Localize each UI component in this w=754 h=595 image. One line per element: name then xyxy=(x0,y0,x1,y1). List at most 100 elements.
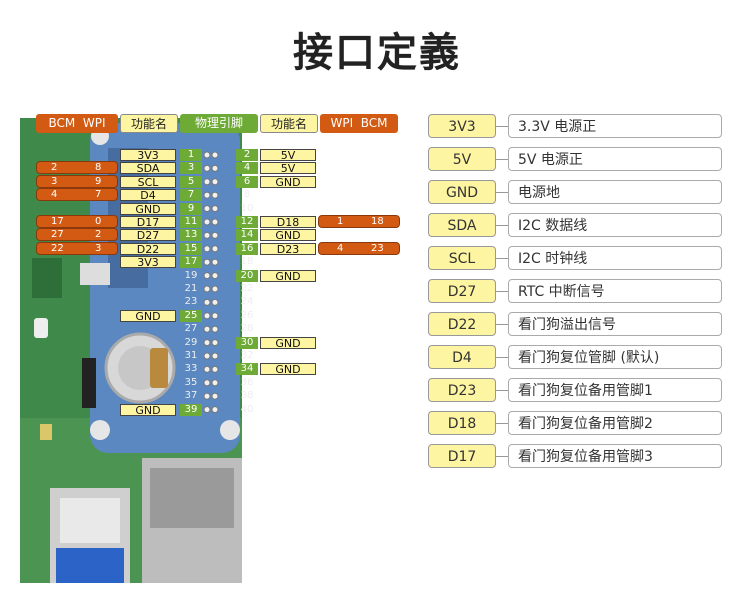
pin-number-left: 5 xyxy=(180,175,202,188)
pin-description: 电源地 xyxy=(508,180,722,204)
pin-name-tag: D22 xyxy=(428,312,496,336)
pin-description: RTC 中断信号 xyxy=(508,279,722,303)
wpi-bcm-right-bar: 1 18 xyxy=(318,215,400,228)
wpi-right-value: 4 xyxy=(337,242,344,254)
pin-name-tag: SCL xyxy=(428,246,496,270)
function-label-right: GND xyxy=(260,363,316,376)
pin-name-tag: D17 xyxy=(428,444,496,468)
connector-line xyxy=(496,192,508,193)
header-pin xyxy=(203,352,211,360)
function-label-right: D23 xyxy=(260,242,316,255)
pin-description: 看门狗复位备用管脚2 xyxy=(508,411,722,435)
header-pin xyxy=(211,379,219,387)
connector-line xyxy=(496,390,508,391)
header-bcm-left: BCM xyxy=(48,116,76,130)
pin-description: 看门狗溢出信号 xyxy=(508,312,722,336)
page-title: 接口定義 xyxy=(293,30,461,76)
header-pin xyxy=(211,164,219,172)
header-pin xyxy=(211,365,219,373)
pin-description: 看门狗复位管脚 (默认) xyxy=(508,345,722,369)
pin-number-left: 7 xyxy=(180,189,202,202)
pin-number-left: 23 xyxy=(184,296,198,308)
header-pin xyxy=(203,298,211,306)
header-wpi-bcm-right: WPI BCM xyxy=(320,114,398,133)
pin-number-left: 31 xyxy=(184,350,198,361)
bcm-left-value: 3 xyxy=(51,175,58,187)
pin-description: 5V 电源正 xyxy=(508,147,722,171)
pin-description: I2C 时钟线 xyxy=(508,246,722,270)
function-label-right: D18 xyxy=(260,216,316,229)
pin-number-right: 40 xyxy=(240,403,254,415)
header-function-left: 功能名 xyxy=(120,114,178,133)
header-pin xyxy=(203,191,211,199)
connector-line xyxy=(496,456,508,457)
function-label-right: 5V xyxy=(260,149,316,162)
header-wpi-left: WPI xyxy=(82,116,106,130)
header-pin xyxy=(211,339,219,347)
bcm-left-value: 17 xyxy=(51,216,64,227)
pin-number-right: 18 xyxy=(240,256,254,268)
pin-number-left: 27 xyxy=(184,323,198,335)
function-label-right: 5V xyxy=(260,162,316,175)
function-label-right: GND xyxy=(260,229,316,242)
header-pin xyxy=(203,285,211,293)
header-wpi-right: WPI xyxy=(330,116,354,130)
pin-number-left: 35 xyxy=(184,376,198,388)
pin-name-tag: 5V xyxy=(428,147,496,171)
header-physical-pin: 物理引脚 xyxy=(180,114,258,133)
pin-number-left: 9 xyxy=(180,202,202,215)
pin-number-right: 36 xyxy=(240,376,254,388)
wpi-right-value: 1 xyxy=(337,216,344,227)
pin-number-right: 30 xyxy=(236,336,258,349)
header-pin xyxy=(203,325,211,333)
pin-number-left: 29 xyxy=(184,336,198,348)
wpi-left-value: 0 xyxy=(95,216,102,227)
pin-number-left: 37 xyxy=(184,390,198,402)
function-label-left: D27 xyxy=(120,229,176,242)
pin-number-left: 25 xyxy=(180,309,202,322)
pin-number-right: 26 xyxy=(240,309,254,321)
pin-number-left: 19 xyxy=(184,269,198,281)
header-pin xyxy=(211,285,219,293)
header-pin xyxy=(211,312,219,320)
header-pin xyxy=(211,298,219,306)
header-pin xyxy=(203,312,211,320)
pin-description: I2C 数据线 xyxy=(508,213,722,237)
pin-number-left: 17 xyxy=(180,256,202,269)
pin-name-tag: D27 xyxy=(428,279,496,303)
pin-number-right: 6 xyxy=(236,175,258,188)
header-pin xyxy=(203,205,211,213)
pin-number-right: 14 xyxy=(236,229,258,242)
function-label-left: 3V3 xyxy=(120,149,176,162)
connector-line xyxy=(496,126,508,127)
pin-number-right: 20 xyxy=(236,269,258,282)
pin-number-left: 15 xyxy=(180,242,202,255)
function-label-left: GND xyxy=(120,403,176,416)
header-pin xyxy=(211,352,219,360)
header-pin xyxy=(203,406,211,414)
pin-name-tag: 3V3 xyxy=(428,114,496,138)
pin-number-right: 24 xyxy=(240,296,254,308)
pin-number-left: 39 xyxy=(180,403,202,416)
bcm-right-value: 23 xyxy=(371,242,384,254)
pin-number-left: 33 xyxy=(184,363,198,375)
pin-number-right: 10 xyxy=(240,202,254,214)
pin-number-left: 13 xyxy=(180,229,202,242)
header-pin xyxy=(203,258,211,266)
header-pin xyxy=(203,245,211,253)
header-pin xyxy=(203,339,211,347)
header-pin xyxy=(203,365,211,373)
connector-line xyxy=(496,291,508,292)
header-pin xyxy=(211,258,219,266)
pin-number-left: 11 xyxy=(180,216,202,228)
header-bcm-right: BCM xyxy=(360,116,388,130)
header-pin xyxy=(211,231,219,239)
pin-number-right: 34 xyxy=(236,363,258,376)
header-pin xyxy=(211,245,219,253)
pin-name-tag: D4 xyxy=(428,345,496,369)
bcm-right-value: 18 xyxy=(371,216,384,227)
bcm-left-value: 22 xyxy=(51,242,64,254)
function-label-left: D4 xyxy=(120,189,176,202)
